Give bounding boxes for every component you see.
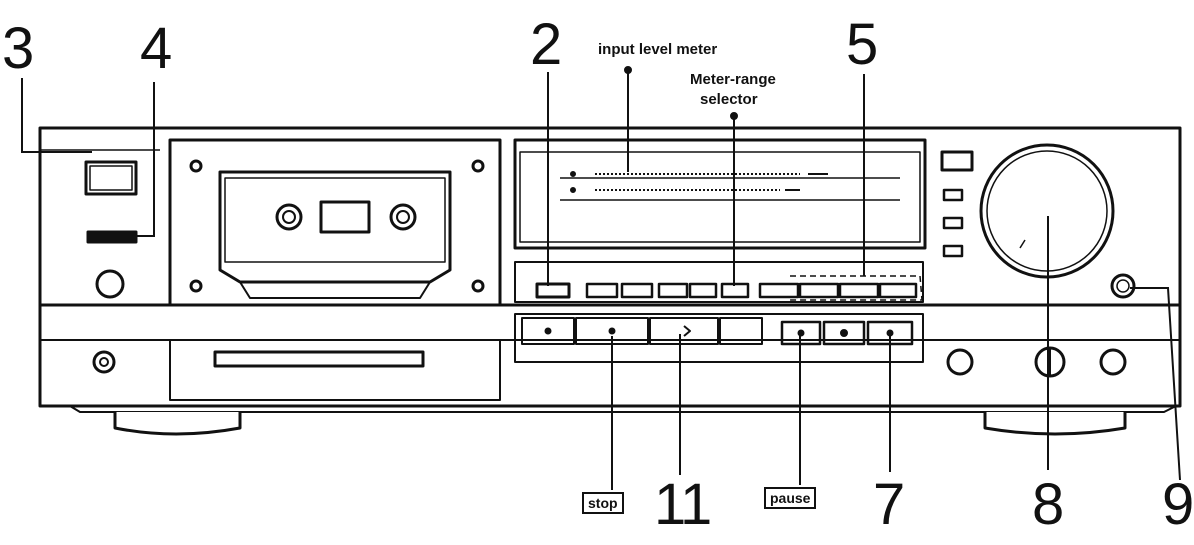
leader-4 — [130, 82, 155, 237]
right-foot — [983, 412, 1127, 436]
callout-3: 3 — [2, 16, 34, 81]
power-switch — [84, 160, 138, 196]
rewind-button — [521, 317, 575, 345]
right-knob-1 — [946, 348, 974, 376]
timer-switch — [86, 230, 138, 244]
button-2 — [535, 282, 571, 299]
right-reel — [389, 203, 417, 231]
group-5-outline — [790, 275, 923, 301]
balance-knob — [1110, 273, 1136, 299]
display-window — [513, 138, 927, 250]
callout-9: 9 — [1162, 472, 1194, 537]
record-button — [822, 320, 866, 346]
callout-8: 8 — [1032, 472, 1064, 537]
right-knob-3 — [1099, 348, 1127, 376]
callout-5: 5 — [846, 12, 878, 77]
label-pause: pause — [764, 487, 817, 509]
leader-9 — [1130, 287, 1181, 481]
left-foot — [113, 412, 242, 436]
input-level-meter-bars — [595, 173, 800, 191]
label-meter-range-line1: Meter-range — [690, 71, 776, 88]
label-meter-range-line2: selector — [700, 91, 758, 108]
power-knob — [95, 269, 125, 299]
play-button — [649, 317, 719, 345]
callout-7: 7 — [873, 472, 905, 537]
callout-11: 11 — [654, 472, 712, 537]
cassette-slot — [213, 350, 425, 368]
deck-base — [69, 405, 1177, 413]
deck-body — [38, 126, 1182, 408]
left-reel — [275, 203, 303, 231]
headphone-jack — [92, 350, 116, 374]
label-input-level-meter: input level meter — [598, 41, 718, 58]
callout-2: 2 — [530, 12, 562, 77]
tape-window — [319, 200, 371, 234]
label-stop: stop — [582, 492, 624, 514]
callout-4: 4 — [140, 16, 172, 81]
leader-3 — [21, 78, 92, 153]
top-right-button — [940, 150, 974, 172]
cassette-door — [168, 138, 502, 307]
